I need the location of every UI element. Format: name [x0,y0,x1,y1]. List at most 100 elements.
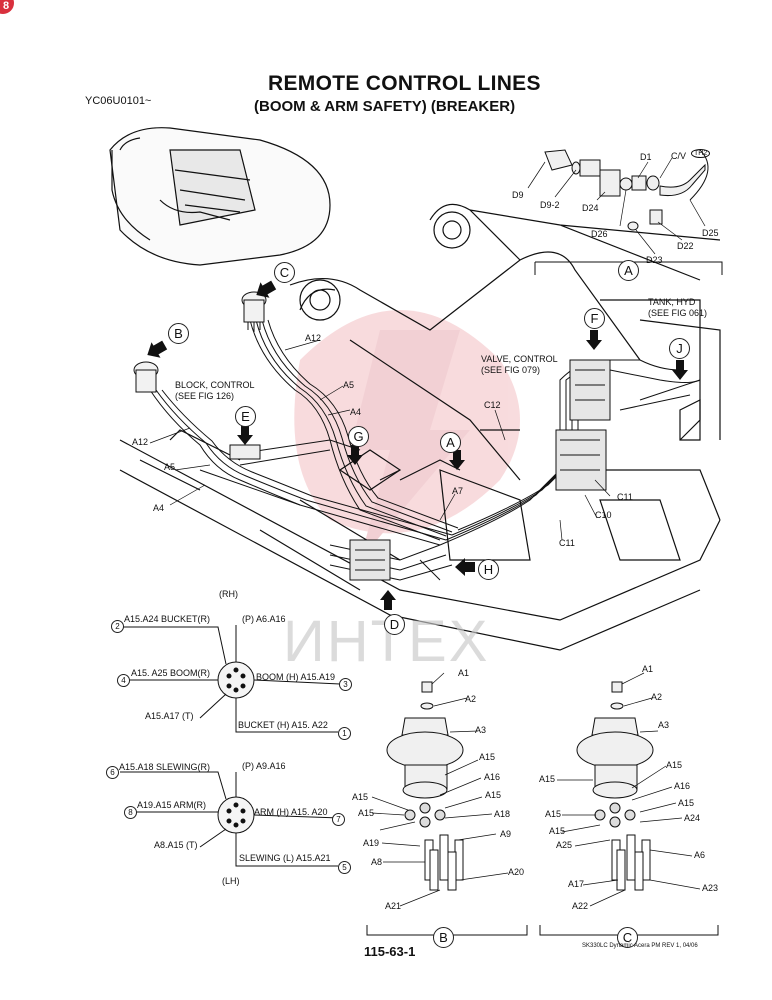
view-b-a19: A19 [363,838,380,848]
view-c-a16: A16 [674,781,691,791]
label-a5-top: A5 [343,380,355,390]
view-arrows [147,280,688,610]
inset-a-label-th2: TH2 [691,149,711,158]
inset-a-label-d24: D24 [582,203,599,213]
rh-tank: A15.A17 (T) [145,711,194,721]
inset-a-label-d23: D23 [646,255,663,265]
view-b-a21: A21 [385,901,402,911]
view-c-callout: C [617,927,638,948]
inset-a-label-d26: D26 [591,229,608,239]
pilot-valve-b [133,361,159,393]
rh-num-2: 2 [111,620,124,633]
lh-pilot: (P) A9.A16 [242,761,286,771]
view-c-a22: A22 [572,901,589,911]
rh-bucket-r: A15.A24 BUCKET(R) [124,614,211,624]
doc-code: YC06U0101~ [85,95,152,107]
view-c-a3: A3 [658,720,670,730]
lh-num-6: 6 [106,766,119,779]
lh-num-7: 7 [332,813,345,826]
lh-arm-r: A19.A15 ARM(R) [137,800,207,810]
lh-num-8: 8 [124,806,137,819]
callout-e: E [235,406,256,427]
callout-c: C [274,262,295,283]
view-b-a1: A1 [458,668,470,678]
view-c-a1: A1 [642,664,654,674]
view-c-a17: A17 [568,879,585,889]
pattern-lh-tag: (LH) [222,876,240,886]
lh-slewing-l: SLEWING (L) A15.A21 [239,853,331,863]
label-c10: C10 [595,510,612,520]
label-a4-left: A4 [153,503,165,513]
label-a12-top: A12 [305,333,322,343]
control-valve-f [555,359,611,491]
label-a12-left: A12 [132,437,149,447]
view-c-a2: A2 [651,692,663,702]
lh-slewing-r: A15.A18 SLEWING(R) [119,762,211,772]
callout-f: F [584,308,605,329]
valve-h-cluster [349,539,391,581]
inset-a-callout: A [618,260,639,281]
view-b-a15-3: A15 [485,790,502,800]
view-c-a23: A23 [702,883,719,893]
inset-a-label-d9: D9 [512,190,524,200]
view-b-a15-1: A15 [479,752,496,762]
rh-num-3: 3 [339,678,352,691]
view-b-a8: A8 [371,857,383,867]
lh-arm-h: ARM (H) A15. A20 [254,807,328,817]
view-c-a6: A6 [694,850,706,860]
view-c-a15-1: A15 [539,774,556,784]
inset-a-label-d1: D1 [640,152,652,162]
rh-bucket-h: BUCKET (H) A15. A22 [238,720,328,730]
corner-badge: 8 [0,0,14,14]
th2-text: TH2 [694,150,708,157]
lh-tank: A8.A15 (T) [154,840,198,850]
label-a7: A7 [452,486,464,496]
pattern-rh-tag: (RH) [219,589,238,599]
callout-g: G [348,426,369,447]
view-b-exploded [366,681,528,936]
view-c-a15-2: A15 [666,760,683,770]
label-c11-b: C11 [559,538,575,548]
label-tank-hyd: TANK, HYD [648,297,696,307]
view-b-a16: A16 [484,772,501,782]
view-c-a24: A24 [684,813,701,823]
view-c-a15-5: A15 [549,826,566,836]
view-b-a20: A20 [508,867,525,877]
callout-b: B [168,323,189,344]
pilot-valve-c [241,291,267,332]
label-block-control: BLOCK, CONTROL [175,380,255,390]
view-b-callout: B [433,927,454,948]
model-revision: SK330LC Dynamic Acera PM REV 1, 04/06 [582,943,698,949]
rh-num-1: 1 [338,727,351,740]
view-b-a15-4: A15 [358,808,375,818]
callout-a: A [440,432,461,453]
inset-a-label-cv: C/V [671,151,687,161]
view-b-a9: A9 [500,829,512,839]
leader-lines [149,157,706,907]
callout-j: J [669,338,690,359]
hydraulic-lines [149,319,701,581]
view-b-a15-2: A15 [352,792,369,802]
label-a5-left: A5 [164,462,176,472]
page-number: 115-63-1 [364,944,416,959]
rh-pilot: (P) A6.A16 [242,614,286,624]
view-c-a25: A25 [556,840,573,850]
view-c-a15-3: A15 [678,798,695,808]
view-c-a15-4: A15 [545,809,562,819]
cab-illustration [109,127,331,266]
view-b-a2: A2 [465,694,477,704]
rh-boom-h: BOOM (H) A15.A19 [256,672,336,682]
label-block-control-ref: (SEE FIG 126) [175,391,235,401]
pattern-lh-diagram [120,771,341,867]
inset-a-label-d25: D25 [702,228,719,238]
rh-num-4: 4 [117,674,130,687]
pattern-rh-diagram [120,625,341,733]
control-block-e [229,444,261,460]
inset-a-label-d9-2: D9-2 [540,200,560,210]
callout-d: D [384,614,405,635]
label-tank-hyd-ref: (SEE FIG 061) [648,308,708,318]
inset-a-parts [534,149,723,275]
lh-num-5: 5 [338,861,351,874]
